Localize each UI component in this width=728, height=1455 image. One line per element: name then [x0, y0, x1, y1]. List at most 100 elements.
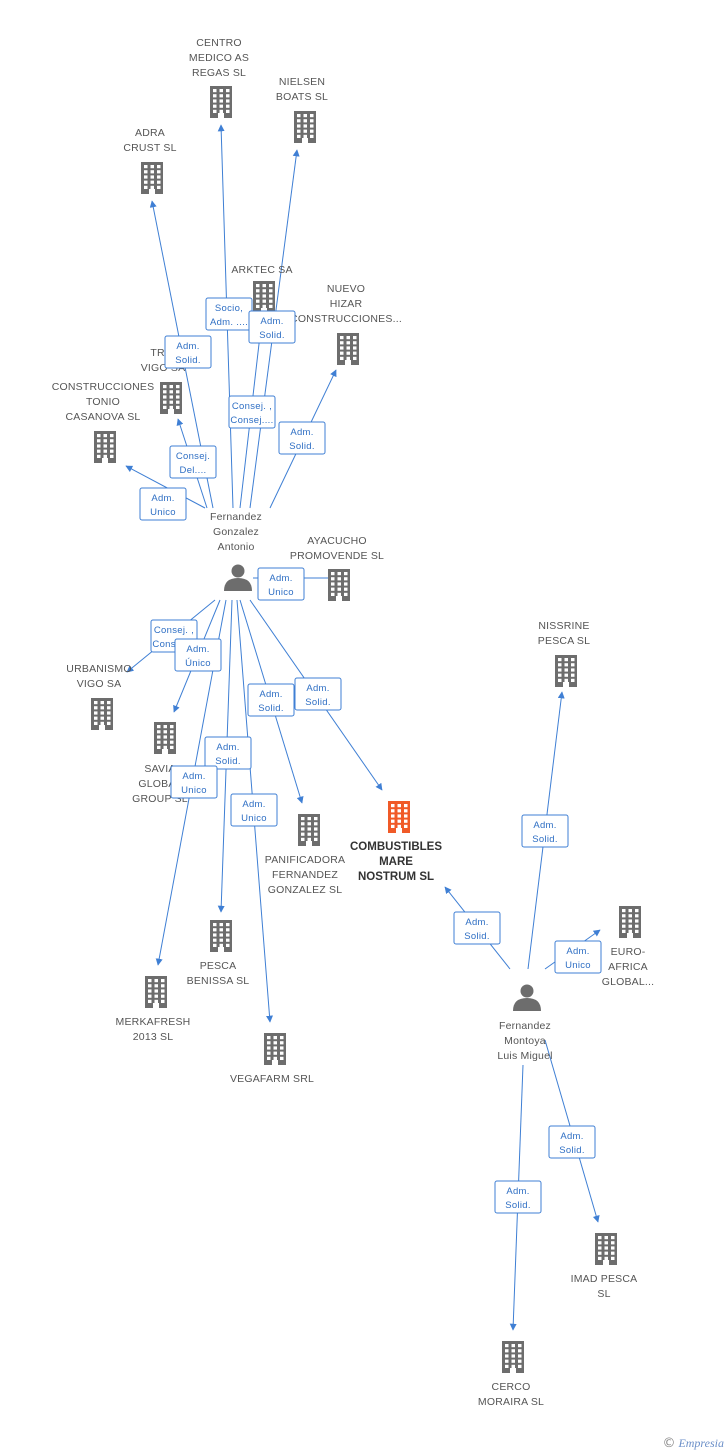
relation-label-text: Solid.	[258, 703, 284, 714]
node-label-line: SL	[597, 1288, 610, 1300]
company-node-construcciones[interactable]: CONSTRUCCIONES TONIO CASANOVA SL	[52, 381, 155, 463]
node-label-line: Fernandez	[210, 511, 262, 523]
relation-label[interactable]: Adm.Único	[174, 638, 222, 672]
relation-label[interactable]: Adm.Unico	[554, 940, 602, 974]
building-icon	[337, 333, 359, 365]
building-icon	[264, 1033, 286, 1065]
person-icon	[224, 564, 252, 591]
relation-label-text: Adm. ....	[210, 317, 248, 328]
relation-label[interactable]: Adm.Solid.	[247, 683, 295, 717]
building-icon	[388, 801, 410, 833]
node-label-line: IMAD PESCA	[571, 1273, 638, 1285]
building-icon	[91, 698, 113, 730]
relation-label[interactable]: Adm. Solid.	[494, 1180, 542, 1214]
relation-label[interactable]: Consej.Del....	[169, 445, 217, 479]
relation-label-text: Solid.	[505, 1200, 531, 1211]
node-label-line: CERCO	[492, 1381, 531, 1393]
relation-label-text: Solid.	[532, 834, 558, 845]
relation-label[interactable]: Adm.Unico	[170, 765, 218, 799]
node-label-line: TONIO	[86, 396, 120, 408]
node-label-line: HIZAR	[330, 298, 363, 310]
company-node-nuevo[interactable]: NUEVOHIZARCONSTRUCCIONES...	[290, 283, 402, 365]
relation-label-text: Solid.	[289, 441, 315, 452]
node-label-line: BENISSA SL	[187, 975, 250, 987]
relation-label[interactable]: Adm.Solid.	[248, 310, 296, 344]
relation-label-text: Unico	[268, 587, 294, 598]
relation-label[interactable]: Adm.Solid.	[278, 421, 326, 455]
company-node-imad[interactable]: IMAD PESCA SL	[571, 1233, 638, 1300]
node-label-line: ARKTEC SA	[231, 264, 292, 276]
copyright-symbol: ©	[662, 1436, 676, 1451]
relation-label-text: Adm.	[216, 742, 239, 753]
company-node-euro[interactable]: EURO-AFRICAGLOBAL...	[602, 906, 655, 988]
relation-label-text: Solid.	[559, 1145, 585, 1156]
building-icon	[154, 722, 176, 754]
building-icon	[294, 111, 316, 143]
building-icon	[160, 382, 182, 414]
footer-brand[interactable]: ©Empresia	[662, 1436, 724, 1451]
relation-label-text: Adm.	[306, 683, 329, 694]
relation-label[interactable]: Adm.Unico	[257, 567, 305, 601]
relation-label[interactable]: Socio, Adm. ....	[205, 297, 253, 331]
node-label-line: AFRICA	[608, 961, 648, 973]
relation-label-text: Consej. ,	[232, 401, 272, 412]
node-label-line: MERKAFRESH	[116, 1016, 191, 1028]
relation-label[interactable]: Adm.Solid.	[294, 677, 342, 711]
relation-label[interactable]: Adm. Solid.	[521, 814, 569, 848]
company-node-vegafarm[interactable]: VEGAFARM SRL	[230, 1033, 314, 1085]
company-node-pesca[interactable]: PESCA BENISSA SL	[187, 920, 250, 987]
relation-label[interactable]: Adm.Unico	[139, 487, 187, 521]
relation-label-text: Socio,	[215, 303, 243, 314]
relation-label[interactable]: Adm.Solid.	[204, 736, 252, 770]
relation-label-text: Adm.	[506, 1186, 529, 1197]
building-icon	[595, 1233, 617, 1265]
relation-label[interactable]: Adm. Solid.	[164, 335, 212, 369]
brand-name: Empresia	[678, 1436, 724, 1450]
relation-label-text: Adm.	[176, 341, 199, 352]
company-node-urbanismo[interactable]: URBANISMO VIGO SA	[66, 663, 131, 730]
relation-label[interactable]: Adm.Solid.	[453, 911, 501, 945]
relation-label-text: Adm.	[260, 316, 283, 327]
node-label-line: NISSRINE	[538, 620, 589, 632]
node-label-line: PROMOVENDE SL	[290, 550, 384, 562]
node-label-line: CONSTRUCCIONES...	[290, 313, 402, 325]
relation-label[interactable]: Adm.Solid.	[548, 1125, 596, 1159]
node-label-line: VIGO SA	[77, 678, 122, 690]
node-label-line: GONZALEZ SL	[268, 884, 343, 896]
company-node-arktec[interactable]: ARKTEC SA	[231, 264, 292, 313]
building-icon	[619, 906, 641, 938]
relation-label-text: Consej.	[176, 451, 210, 462]
node-label-line: PESCA	[200, 960, 237, 972]
node-label-line: BOATS SL	[276, 91, 328, 103]
node-label-line: ADRA	[135, 127, 165, 139]
company-node-nissrine[interactable]: NISSRINE PESCA SL	[538, 620, 590, 687]
building-icon	[298, 814, 320, 846]
building-icon	[502, 1341, 524, 1373]
node-label-line: AYACUCHO	[307, 535, 367, 547]
relation-label-text: Solid.	[175, 355, 201, 366]
node-label-line: SAVIA	[144, 763, 175, 775]
node-label-line: URBANISMO	[66, 663, 131, 675]
person-icon	[513, 984, 541, 1011]
relation-label[interactable]: Consej. ,Consej....	[228, 395, 276, 429]
relation-label-text: Unico	[241, 813, 267, 824]
node-label-line: PESCA SL	[538, 635, 590, 647]
company-node-ayacucho[interactable]: AYACUCHO PROMOVENDE SL	[290, 535, 384, 601]
relation-label[interactable]: Adm.Unico	[230, 793, 278, 827]
node-label-line: FERNANDEZ	[272, 869, 338, 881]
node-label-line: CASANOVA SL	[66, 411, 141, 423]
node-label-line: EURO-	[611, 946, 646, 958]
relation-label-text: Adm.	[533, 820, 556, 831]
node-label-line: CONSTRUCCIONES	[52, 381, 155, 393]
relation-labels-layer: Socio, Adm. .... Adm. Solid. Adm. Solid. Conse…	[139, 297, 602, 1214]
